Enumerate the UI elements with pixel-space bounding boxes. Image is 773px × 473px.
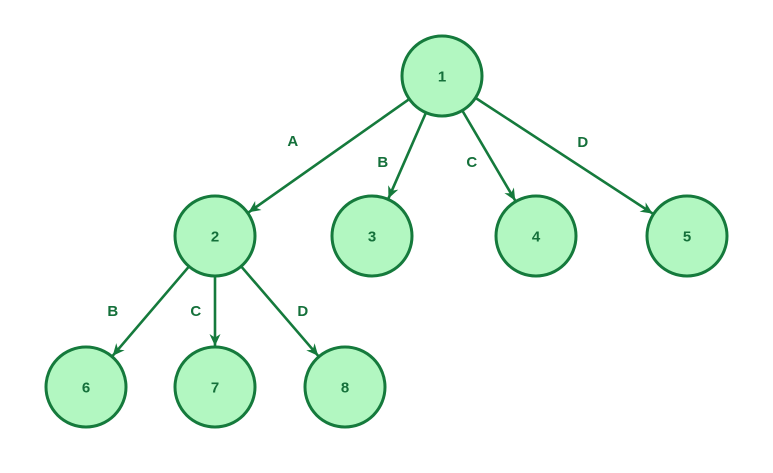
edge-1-3 bbox=[387, 112, 428, 199]
tree-node-5 bbox=[645, 194, 729, 278]
edge-2-8 bbox=[240, 265, 320, 357]
edge-label-1-2: A bbox=[287, 133, 298, 150]
edge-label-2-7: C bbox=[190, 303, 201, 320]
tree-node-label-4: 4 bbox=[532, 228, 541, 245]
tree-node-6 bbox=[44, 345, 128, 429]
edge-1-4 bbox=[461, 109, 517, 202]
tree-node-8 bbox=[303, 345, 387, 429]
tree-node-label-8: 8 bbox=[341, 379, 349, 396]
edge-label-1-4: C bbox=[466, 154, 477, 171]
edge-1-2 bbox=[247, 97, 411, 214]
tree-node-label-7: 7 bbox=[211, 379, 219, 396]
edge-label-1-3: B bbox=[377, 154, 388, 171]
edge-2-6 bbox=[111, 265, 191, 357]
tree-node-3 bbox=[330, 194, 414, 278]
tree-node-2 bbox=[173, 194, 257, 278]
edge-label-2-6: B bbox=[107, 303, 118, 320]
tree-node-label-6: 6 bbox=[82, 379, 90, 396]
edge-1-5 bbox=[474, 96, 654, 215]
tree-node-label-5: 5 bbox=[683, 228, 691, 245]
tree-node-label-2: 2 bbox=[211, 228, 219, 245]
tree-node-label-3: 3 bbox=[368, 228, 376, 245]
tree-node-7 bbox=[173, 345, 257, 429]
tree-node-1 bbox=[400, 34, 484, 118]
edge-label-1-5: D bbox=[577, 134, 588, 151]
tree-node-label-1: 1 bbox=[438, 68, 446, 85]
tree-node-4 bbox=[494, 194, 578, 278]
edge-label-2-8: D bbox=[297, 303, 308, 320]
